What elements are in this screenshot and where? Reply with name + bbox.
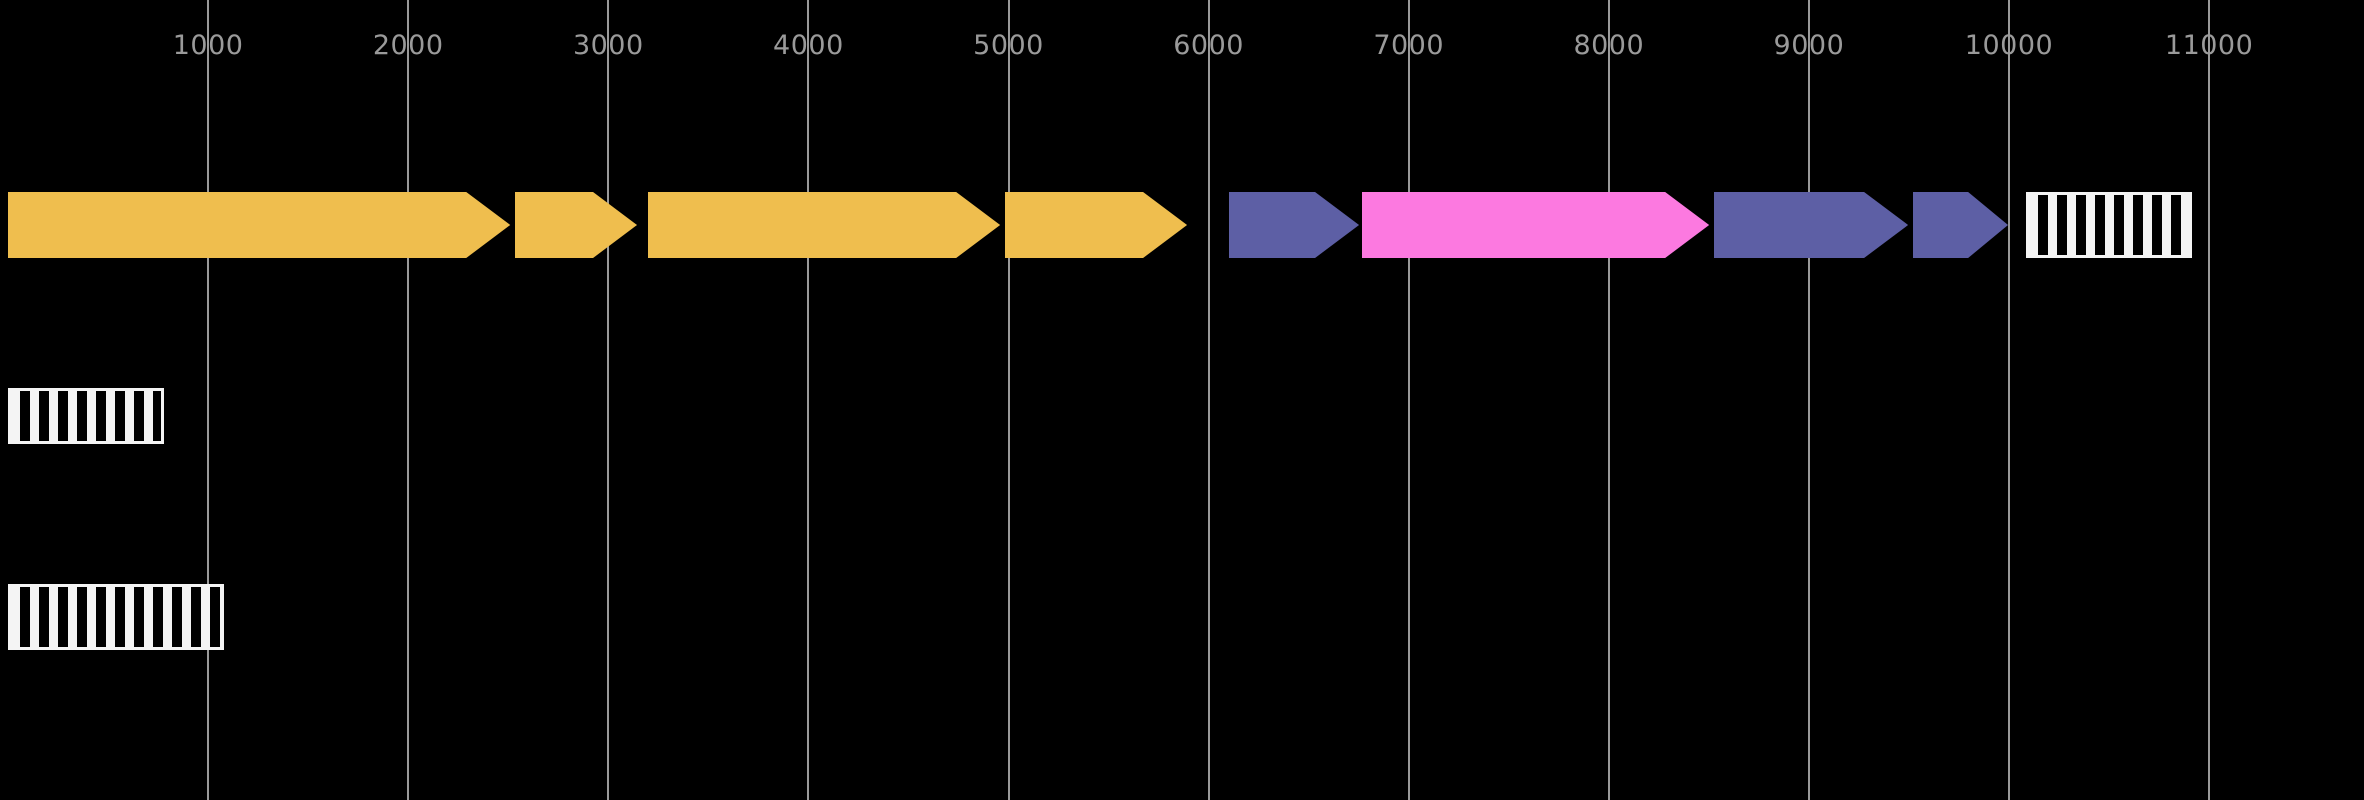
gridline-6000	[1207, 0, 1210, 800]
gridline-7000	[1407, 0, 1410, 800]
tick-label-4000: 4000	[773, 30, 844, 61]
gene-1[interactable]	[8, 192, 511, 258]
gene-3[interactable]	[648, 192, 1001, 258]
gridline-4000	[807, 0, 810, 800]
gene-4-arrow-icon	[1005, 192, 1188, 258]
gridline-9000	[1807, 0, 1810, 800]
gene-4[interactable]	[1005, 192, 1188, 258]
tick-label-1000: 1000	[172, 30, 244, 61]
track-3	[0, 584, 2364, 650]
gene-8[interactable]	[1912, 192, 2008, 258]
region-3[interactable]	[8, 584, 225, 650]
gene-3-arrow-icon	[648, 192, 1001, 258]
gene-2[interactable]	[515, 192, 638, 258]
gridline-1000	[207, 0, 210, 800]
gridline-3000	[607, 0, 610, 800]
tick-label-8000: 8000	[1573, 30, 1645, 61]
gene-5[interactable]	[1228, 192, 1359, 258]
track-1	[0, 192, 2364, 258]
gridline-5000	[1007, 0, 1010, 800]
tick-label-10000: 10000	[1964, 30, 2054, 61]
gene-5-arrow-icon	[1228, 192, 1359, 258]
gridline-10000	[2008, 0, 2010, 800]
gene-6-arrow-icon	[1361, 192, 1709, 258]
gridline-2000	[407, 0, 410, 800]
gene-6[interactable]	[1361, 192, 1709, 258]
tick-label-6000: 6000	[1173, 30, 1244, 61]
region-2[interactable]	[8, 388, 165, 444]
gene-2-arrow-icon	[515, 192, 638, 258]
gene-7[interactable]	[1713, 192, 1908, 258]
tick-label-3000: 3000	[572, 30, 644, 61]
tick-label-11000: 11000	[2164, 30, 2254, 61]
gridline-8000	[1607, 0, 1610, 800]
gene-8-arrow-icon	[1912, 192, 2008, 258]
gene-7-arrow-icon	[1713, 192, 1908, 258]
track-2	[0, 388, 2364, 444]
region-1[interactable]	[2026, 192, 2193, 258]
gene-1-arrow-icon	[8, 192, 511, 258]
gridline-11000	[2208, 0, 2211, 800]
tick-label-2000: 2000	[372, 30, 444, 61]
tick-label-9000: 9000	[1773, 30, 1845, 61]
tick-label-7000: 7000	[1373, 30, 1445, 61]
tick-label-5000: 5000	[973, 30, 1044, 61]
